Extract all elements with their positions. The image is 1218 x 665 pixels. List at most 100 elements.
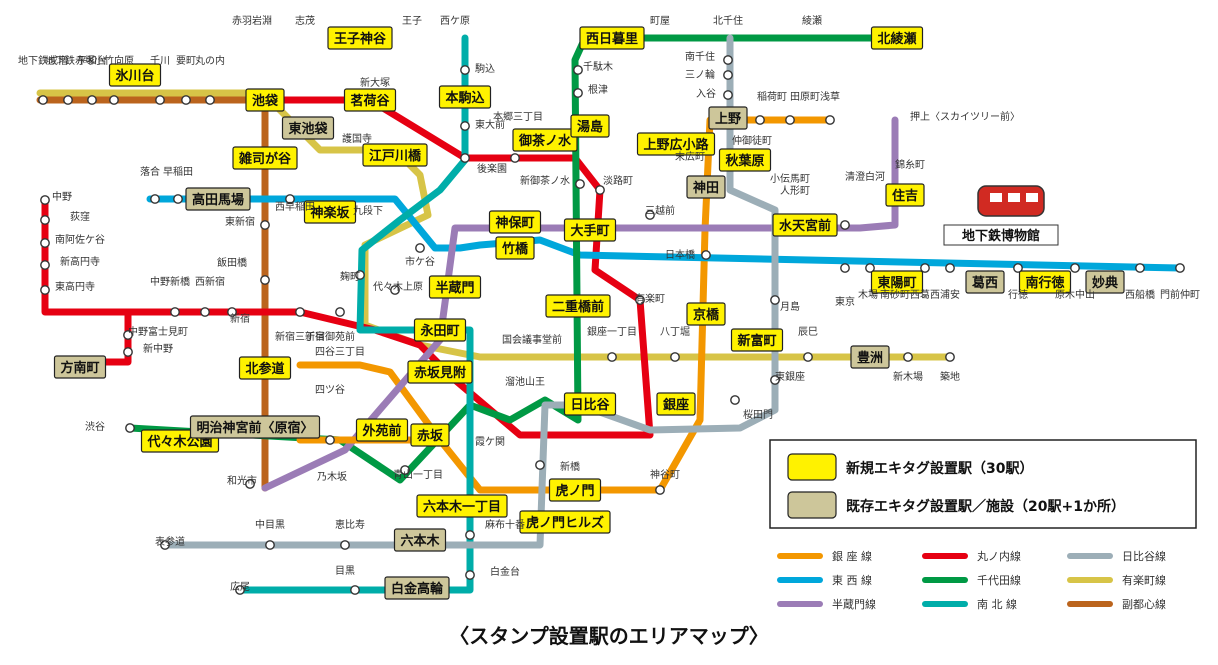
station-name-new-4: 西日暮里 [586,31,638,47]
station-dot-26 [841,264,849,272]
station-label-55: 麻布十番 [485,518,525,531]
station-dot-34 [804,353,812,361]
station-dot-62 [41,216,49,224]
station-label-13: 千駄木 [583,60,613,73]
station-name-new-8: 江戸川橋 [369,148,422,164]
station-name-new-13: 住吉 [892,188,918,204]
station-name-new-6: 氷川台 [115,68,154,84]
station-label-45: 辰巳 [798,326,818,338]
station-dot-14 [756,116,764,124]
station-name-new-5: 北綾瀬 [877,31,916,47]
museum-label: 地下鉄博物館 [962,228,1040,244]
station-dot-20 [576,180,584,188]
station-dot-3 [110,96,118,104]
station-dot-8 [461,122,469,130]
station-label-76: 荻窪 [70,210,90,223]
station-dot-4 [156,96,164,104]
station-label-10: 町屋 [650,15,670,27]
station-dot-69 [151,195,159,203]
station-label-31: 日本橋 [665,248,695,261]
station-dot-18 [511,154,519,162]
station-dot-29 [946,264,954,272]
station-name-new-3: 王子神谷 [334,31,387,47]
station-dot-58 [171,308,179,316]
station-label-51: 溜池山王 [505,375,545,388]
station-label-81: 東新宿 [225,215,255,228]
station-dot-44 [466,571,474,579]
station-label-75: 南阿佐ケ谷 [55,233,105,246]
station-label-8: 新大塚 [360,76,390,89]
station-label-92: 小竹向原 [94,54,134,67]
station-name-new-14: 神楽坂 [310,205,350,221]
station-name-existing-5: 妙典 [1092,275,1118,291]
station-label-37: 原木中山 [1055,288,1095,301]
station-label-42: 銀座一丁目 [587,325,637,338]
station-name-new-26: 新富町 [737,333,776,349]
station-name-new-34: 六本木一丁目 [423,499,501,515]
station-name-existing-2: 神田 [693,180,719,196]
station-name-new-32: 赤坂 [417,428,444,444]
station-dot-61 [41,239,49,247]
station-label-7: 後楽園 [477,162,507,175]
station-dot-59 [41,286,49,294]
station-label-3: 西ケ原 [440,15,470,27]
station-dot-32 [1136,264,1144,272]
train-window-icon [1008,193,1020,202]
station-label-33: 南砂町 [880,288,910,301]
station-name-new-1: 茗荷谷 [350,93,390,109]
station-label-49: 桜田門 [743,408,773,421]
station-name-existing-0: 東池袋 [288,121,328,137]
legend-line-label-3: 東 西 線 [832,573,872,587]
station-dot-12 [724,71,732,79]
station-label-17: 入谷 [696,88,716,100]
station-label-52: 霞ケ関 [475,436,505,448]
station-label-14: 根津 [588,83,608,96]
legend-line-label-6: 半蔵門線 [832,597,876,611]
station-label-18: 稲荷町 [757,91,787,103]
station-label-59: 恵比寿 [335,518,365,531]
legend-lines: 銀 座 線丸ノ内線日比谷線東 西 線千代田線有楽町線半蔵門線南 北 線副都心線 [780,549,1166,611]
station-label-54: 神谷町 [650,468,680,481]
station-dot-45 [351,586,359,594]
station-dot-73 [416,244,424,252]
station-label-67: 新宿三丁目 [275,330,325,343]
station-label-41: 有楽町 [635,292,665,305]
station-dot-25 [702,251,710,259]
station-label-73: 東高円寺 [55,280,95,293]
station-dot-7 [461,66,469,74]
station-dot-40 [656,486,664,494]
station-name-new-19: 半蔵門 [435,280,474,296]
station-dot-48 [266,541,274,549]
station-label-87: 渋谷 [85,420,105,433]
station-dot-0 [39,96,47,104]
station-label-53: 新橋 [560,460,580,473]
station-label-64: 四ツ谷 [315,384,345,396]
museum-train-icon: 地下鉄博物館 [944,186,1058,245]
station-label-77: 中野 [52,190,72,203]
station-dot-43 [466,531,474,539]
map-caption: 〈スタンプ設置駅のエリアマップ〉 [449,624,768,648]
station-label-60: 中目黒 [255,518,285,531]
station-label-32: 木場 [858,288,878,301]
station-label-72: 新中野 [143,342,173,355]
station-label-6: 本郷三丁目 [493,110,543,123]
station-name-new-7: 雑司が谷 [238,151,292,167]
station-name-new-20: 東陽町 [877,275,916,291]
station-name-new-9: 御茶ノ水 [518,133,572,149]
station-dot-57 [201,308,209,316]
station-label-79: 早稲田 [163,166,193,178]
station-label-26: 押上〈スカイツリー前〉 [910,110,1020,123]
station-name-new-23: 赤坂見附 [414,365,466,381]
station-label-46: 新木場 [893,370,923,383]
station-label-93: 千川 [150,55,170,67]
station-name-new-22: 永田町 [419,323,459,339]
legend-new-label: 新規エキタグ設置駅（30駅） [846,460,1033,477]
station-name-new-35: 虎ノ門ヒルズ [526,515,604,531]
station-name-new-25: 京橋 [693,307,720,323]
station-dot-52 [326,436,334,444]
station-name-existing-10: 白金高輪 [391,581,444,597]
station-dot-16 [826,116,834,124]
station-label-22: 末広町 [675,150,705,163]
station-dot-31 [1071,264,1079,272]
